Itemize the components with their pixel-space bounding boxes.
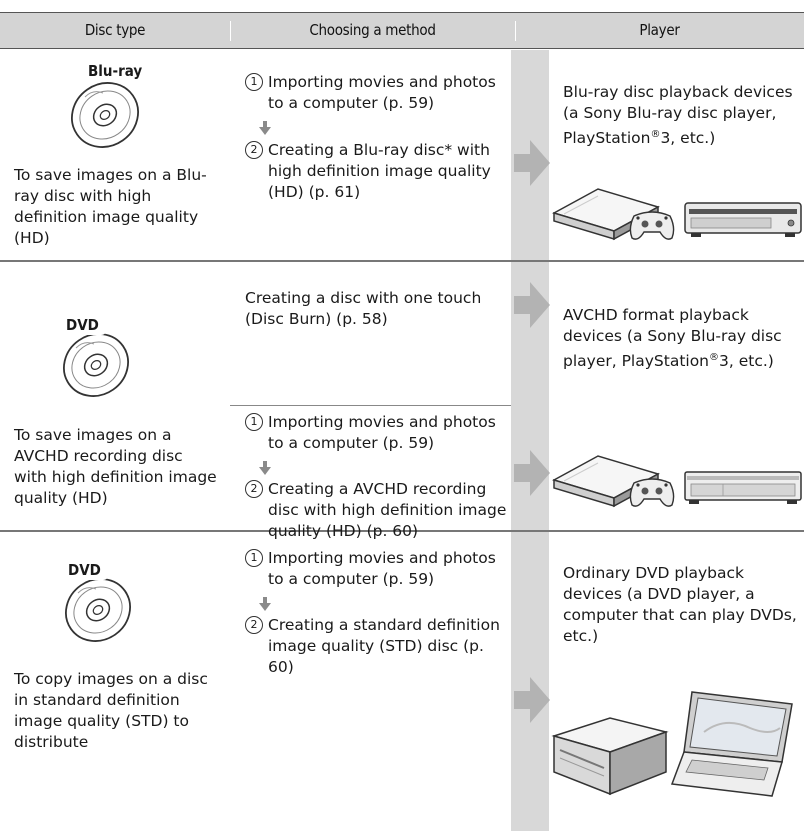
method-step: 2 Creating a standard definition image q… (245, 615, 510, 678)
down-arrow-icon (259, 121, 271, 135)
registered-mark: ® (709, 352, 720, 363)
player-text: 3, etc.) (719, 352, 774, 371)
step-number: 1 (245, 549, 263, 567)
right-arrow-icon (514, 140, 550, 186)
down-arrow-icon (259, 461, 271, 475)
disc-logo-label: DVD (66, 316, 99, 334)
right-arrow-icon (514, 450, 550, 496)
player-text: Blu-ray disc playback devices (a Sony Bl… (563, 83, 793, 148)
step-text: Importing movies and photos to a compute… (268, 549, 496, 588)
disc-description: To save images on a AVCHD recording disc… (14, 426, 217, 507)
player-text: AVCHD format playback devices (a Sony Bl… (563, 306, 782, 371)
disc-description: To copy images on a disc in standard def… (14, 670, 208, 751)
step-number: 1 (245, 413, 263, 431)
player-description: Blu-ray disc playback devices (a Sony Bl… (563, 82, 803, 149)
method-step: 1 Importing movies and photos to a compu… (245, 72, 505, 114)
laptop-icon (670, 691, 793, 797)
bluray-player-icon (684, 471, 802, 504)
disc-logo-label: Blu-ray (88, 62, 142, 80)
header-player: Player (639, 21, 680, 39)
header-choosing-method: Choosing a method (309, 21, 436, 39)
step-number: 1 (245, 73, 263, 91)
step-text: Importing movies and photos to a compute… (268, 413, 496, 452)
right-arrow-icon (514, 677, 550, 723)
method-step: 2 Creating a AVCHD recording disc with h… (245, 479, 510, 542)
player-text: 3, etc.) (660, 129, 716, 148)
header-disc-type: Disc type (84, 21, 146, 39)
down-arrow-icon (259, 597, 271, 611)
step-number: 2 (245, 141, 263, 159)
step-text: Creating a Blu-ray disc* with high defin… (268, 141, 491, 201)
step-number: 2 (245, 616, 263, 634)
disc-description: To save images on a Blu-ray disc with hi… (14, 166, 207, 247)
step-text: Importing movies and photos to a compute… (268, 73, 496, 112)
disc-icon: DVD (65, 558, 131, 642)
dvd-player-icon (551, 717, 669, 796)
method-step: 2 Creating a Blu-ray disc* with high def… (245, 140, 510, 203)
header-divider (230, 21, 231, 41)
row-divider (0, 530, 804, 532)
bluray-player-icon (684, 202, 802, 237)
game-controller-icon (629, 478, 675, 507)
registered-mark: ® (650, 129, 661, 140)
right-arrow-icon (514, 282, 550, 328)
method-step: 1 Importing movies and photos to a compu… (245, 548, 505, 590)
method-step: 1 Importing movies and photos to a compu… (245, 412, 505, 454)
disc-icon: DVD (63, 313, 129, 397)
step-number: 2 (245, 480, 263, 498)
step-text: Creating a AVCHD recording disc with hig… (268, 480, 507, 540)
method-divider (230, 405, 511, 406)
player-description: Ordinary DVD playback devices (a DVD pla… (563, 564, 797, 645)
game-controller-icon (629, 211, 675, 240)
table-header: Disc type Choosing a method Player (0, 12, 804, 49)
step-text: Creating a standard definition image qua… (268, 616, 500, 676)
one-touch-method: Creating a disc with one touch (Disc Bur… (245, 289, 482, 328)
disc-icon: Blu-ray (71, 58, 147, 148)
disc-logo-label: DVD (68, 561, 101, 579)
player-description: AVCHD format playback devices (a Sony Bl… (563, 305, 803, 372)
row-divider (0, 260, 804, 262)
header-divider (515, 21, 516, 41)
